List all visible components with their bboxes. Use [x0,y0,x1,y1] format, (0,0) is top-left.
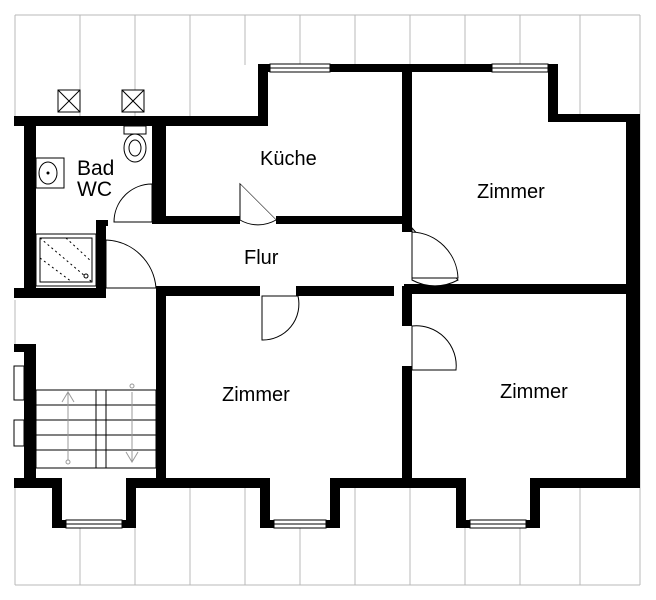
walls [14,64,640,528]
roof-rafters [14,14,641,586]
sink-icon [35,157,65,189]
label-zimmer-top-right: Zimmer [477,181,545,203]
radiator-icon [13,365,25,447]
shower-icon [35,233,97,287]
label-flur: Flur [244,247,279,269]
skylight-right [121,89,145,113]
staircase [35,383,157,469]
toilet-icon [123,125,147,163]
windows [65,63,549,529]
room-labels: Bad WC Küche Zimmer Flur Zimmer Zimmer [77,148,568,406]
label-bad: Bad [77,157,114,180]
label-wc: WC [77,178,112,201]
doors [105,182,459,371]
label-kueche: Küche [260,148,317,170]
label-zimmer-bottom-right: Zimmer [500,381,568,403]
skylight-left [57,89,81,113]
label-zimmer-bottom-left: Zimmer [222,384,290,406]
